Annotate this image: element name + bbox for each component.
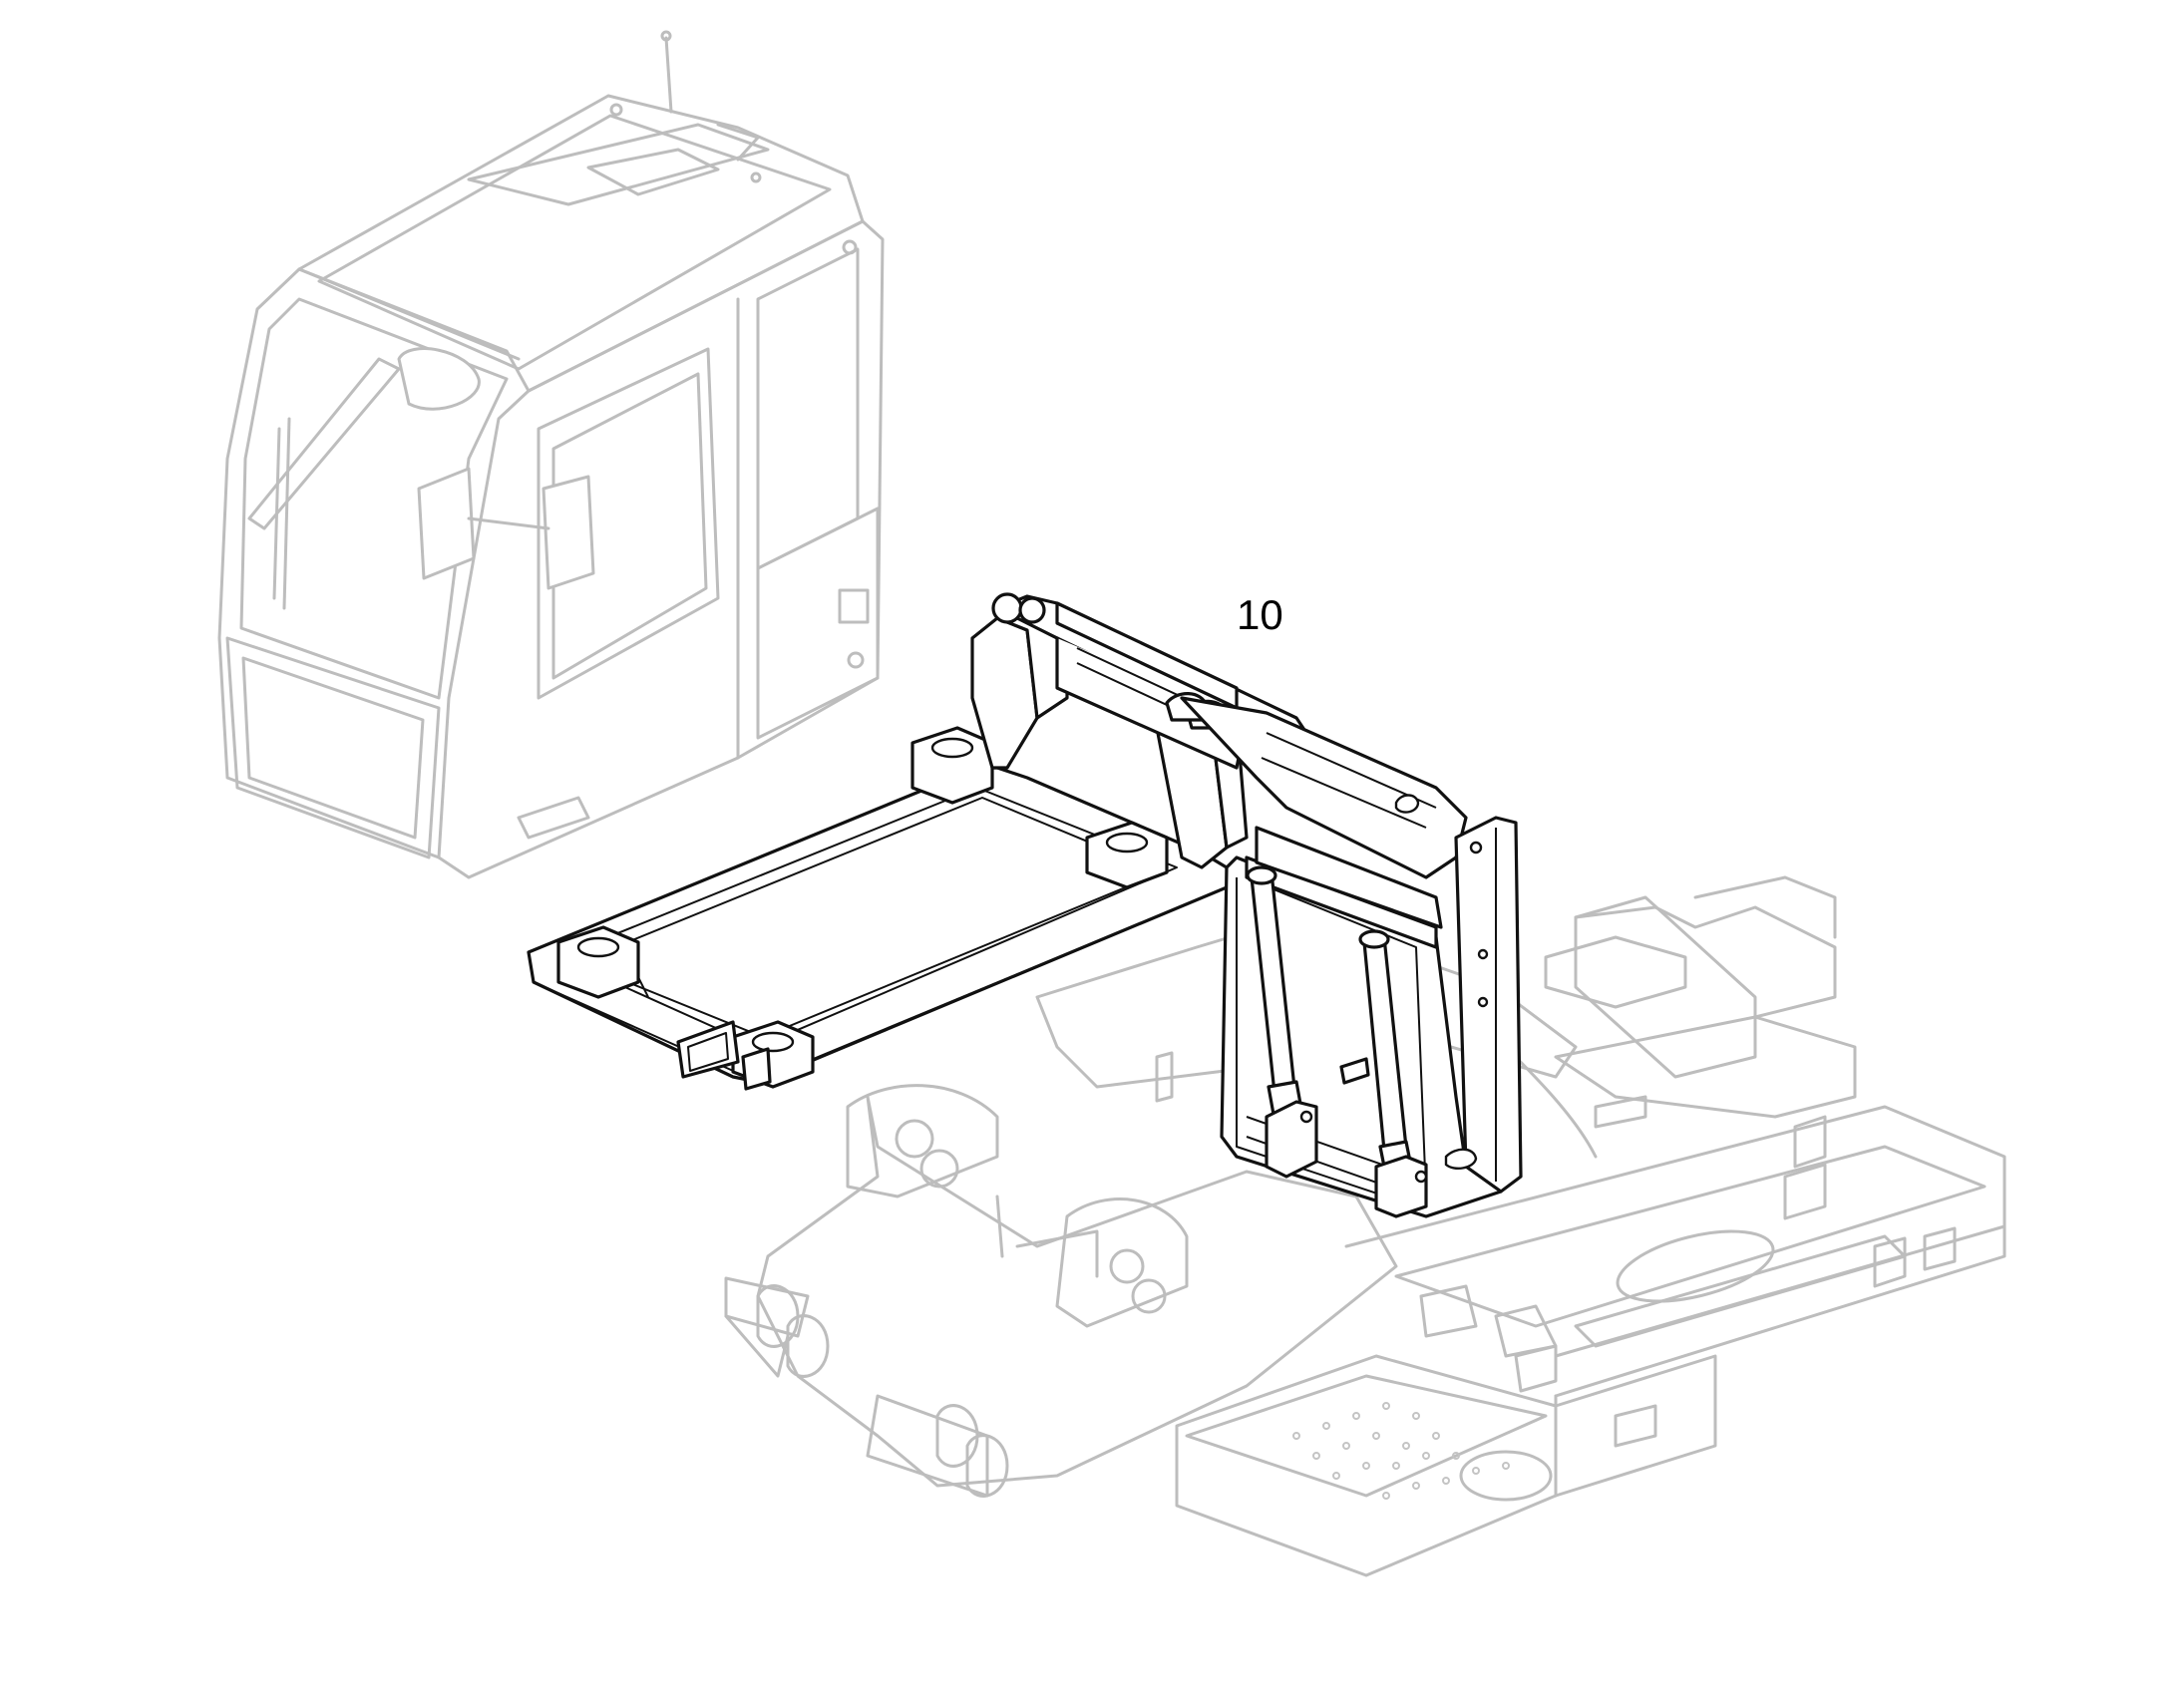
operator-cab: [217, 30, 885, 879]
cab-riser-frame: [527, 592, 1523, 1218]
part-callout-10: 10: [1237, 591, 1283, 638]
upper-frame-chassis: [724, 875, 2006, 1577]
